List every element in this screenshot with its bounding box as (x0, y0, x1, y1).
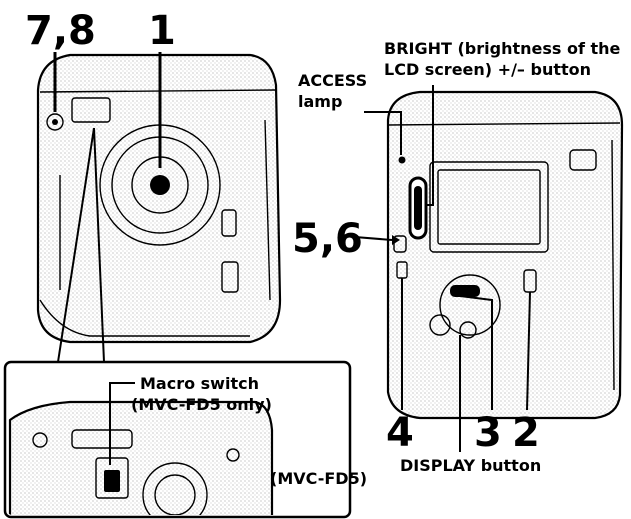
macro-switch-label-line1: Macro switch (140, 374, 259, 393)
display-button-label: DISPLAY button (400, 456, 541, 475)
callout-2: 2 (512, 410, 540, 456)
model-label: (MVC-FD5) (270, 469, 367, 488)
access-lamp-label-line2: lamp (298, 92, 342, 111)
macro-switch-label-line2: (MVC-FD5 only) (131, 395, 272, 414)
callout-5-6: 5,6 (292, 216, 363, 262)
back-camera-illustration (386, 90, 624, 420)
access-lamp-label-line1: ACCESS (298, 71, 367, 90)
bright-label-line2: LCD screen) +/– button (384, 60, 591, 79)
macro-inset-panel (3, 127, 352, 519)
callout-7-8: 7,8 (25, 8, 96, 54)
callout-4: 4 (386, 410, 414, 456)
leader-lines (53, 52, 531, 452)
callout-1: 1 (148, 8, 176, 54)
bright-label-line1: BRIGHT (brightness of the (384, 39, 621, 58)
callout-3: 3 (474, 410, 502, 456)
